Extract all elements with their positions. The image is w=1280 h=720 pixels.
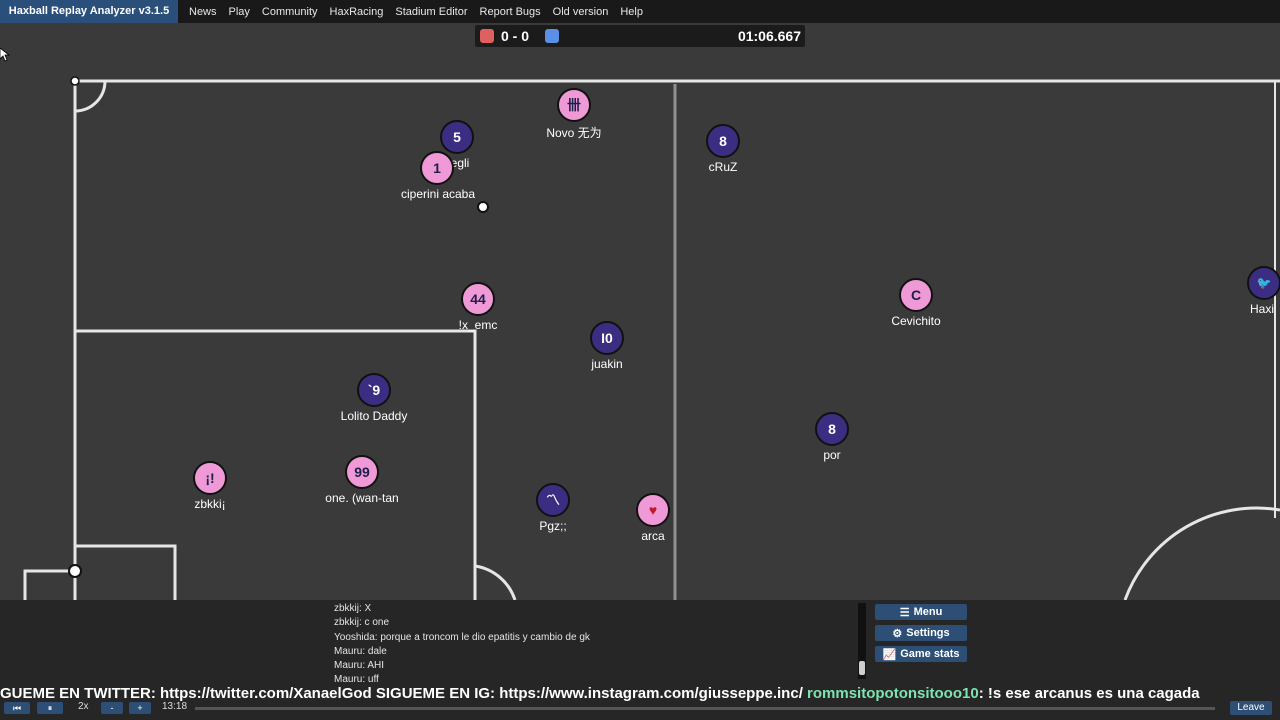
player-name: juakin — [591, 357, 623, 371]
player-name: zbkki¡ — [194, 497, 226, 511]
nav-community[interactable]: Community — [261, 5, 318, 18]
player-name: ciperini acaba — [400, 187, 476, 201]
chat-log[interactable]: zbkkij: X zbkkij: c one Yooshida: porque… — [334, 602, 854, 688]
score: 0 - 0 — [501, 28, 530, 44]
game-stats-button-label: Game stats — [900, 648, 960, 660]
chat-message: Mauru: dale — [334, 645, 387, 657]
nav-stadium-editor[interactable]: Stadium Editor — [395, 5, 468, 18]
menu-icon: ☰ — [899, 606, 910, 619]
chat-message: Yooshida: porque a troncom le dio epatit… — [334, 631, 590, 643]
player-name: Lolito Daddy — [340, 409, 408, 423]
red-team-indicator — [480, 29, 494, 43]
ticker-message: : !s ese arcanus es una cagada — [978, 685, 1200, 702]
leave-button[interactable]: Leave — [1230, 701, 1272, 715]
player-name: Haxi — [1249, 302, 1275, 316]
chat-message: Mauru: uff — [334, 674, 379, 686]
skip-back-button[interactable]: ⏮ — [4, 702, 30, 714]
player-name: por — [823, 448, 841, 462]
nav-news[interactable]: News — [189, 5, 217, 18]
nav-old-version[interactable]: Old version — [552, 5, 609, 18]
replay-controls: ⏮ ⏸ 2x - + 13:18 Leave — [0, 700, 1280, 720]
stream-ticker: GUEME EN TWITTER: https://twitter.com/Xa… — [0, 684, 1280, 704]
player-disc: ♥ — [636, 493, 670, 527]
player-disc: C — [899, 278, 933, 312]
player-disc: 8 — [815, 412, 849, 446]
player-name: arca — [641, 529, 665, 543]
player-disc: 99 — [345, 455, 379, 489]
chat-scrollbar[interactable] — [858, 603, 866, 679]
replay-time: 13:18 — [162, 701, 188, 712]
timeline-track[interactable] — [195, 707, 1215, 710]
app-title[interactable]: Haxball Replay Analyzer v3.1.5 — [0, 0, 178, 23]
player-disc: 1 — [420, 151, 454, 185]
player-disc: 〽 — [536, 483, 570, 517]
player-name: egli — [450, 156, 470, 170]
gear-icon: ⚙ — [892, 627, 903, 640]
chart-icon: 📈 — [882, 648, 897, 661]
nav-menu: News Play Community HaxRacing Stadium Ed… — [183, 0, 649, 23]
player-name: cRuZ — [708, 160, 738, 174]
blue-team-indicator — [545, 29, 559, 43]
mouse-cursor-icon — [0, 48, 10, 62]
player-name: one. (wan-tan — [325, 491, 399, 505]
chat-message: zbkkij: X — [334, 603, 372, 614]
ticker-text: GUEME EN TWITTER: https://twitter.com/Xa… — [0, 685, 803, 702]
chat-scroll-thumb[interactable] — [859, 661, 865, 675]
player-name: Novo 无为 — [546, 126, 602, 140]
player-disc: 🐦 — [1247, 266, 1280, 300]
chat-message: zbkkij: c one — [334, 617, 390, 629]
player-name: !x_emc — [458, 318, 498, 332]
ticker-user: rommsitopotonsitooo10 — [807, 685, 979, 702]
player-disc: 44 — [461, 282, 495, 316]
speed-down-button[interactable]: - — [101, 702, 123, 714]
game-stats-button[interactable]: 📈 Game stats — [875, 646, 967, 662]
game-field: 5 egli 1 ciperini acaba 卌 Novo 无为 8 cRuZ… — [0, 48, 1280, 600]
scoreboard: 0 - 0 01:06.667 — [475, 25, 805, 47]
nav-help[interactable]: Help — [620, 5, 643, 18]
nav-report-bugs[interactable]: Report Bugs — [479, 5, 541, 18]
nav-play[interactable]: Play — [228, 5, 250, 18]
pause-button[interactable]: ⏸ — [37, 702, 63, 714]
menu-button[interactable]: ☰ Menu — [875, 604, 967, 620]
game-clock: 01:06.667 — [737, 28, 801, 44]
settings-button-label: Settings — [906, 627, 950, 639]
player-name: Pgz;; — [539, 519, 567, 533]
player-disc: 5 — [440, 120, 474, 154]
player-name: Cevichito — [891, 314, 941, 328]
menu-button-label: Menu — [913, 606, 943, 618]
player-disc: I0 — [590, 321, 624, 355]
ball — [477, 201, 489, 213]
player-disc: 8 — [706, 124, 740, 158]
chat-message: Mauru: AHI — [334, 660, 385, 672]
top-navigation-bar: Haxball Replay Analyzer v3.1.5 News Play… — [0, 0, 1280, 23]
bottom-panel: zbkkij: X zbkkij: c one Yooshida: porque… — [0, 600, 1280, 720]
field-lines — [23, 76, 1280, 600]
speed-up-button[interactable]: + — [129, 702, 151, 714]
player-disc: ¡! — [193, 461, 227, 495]
settings-button[interactable]: ⚙ Settings — [875, 625, 967, 641]
player-disc: `9 — [357, 373, 391, 407]
nav-haxracing[interactable]: HaxRacing — [329, 5, 384, 18]
speed-label: 2x — [78, 701, 89, 712]
player-disc: 卌 — [557, 88, 591, 122]
